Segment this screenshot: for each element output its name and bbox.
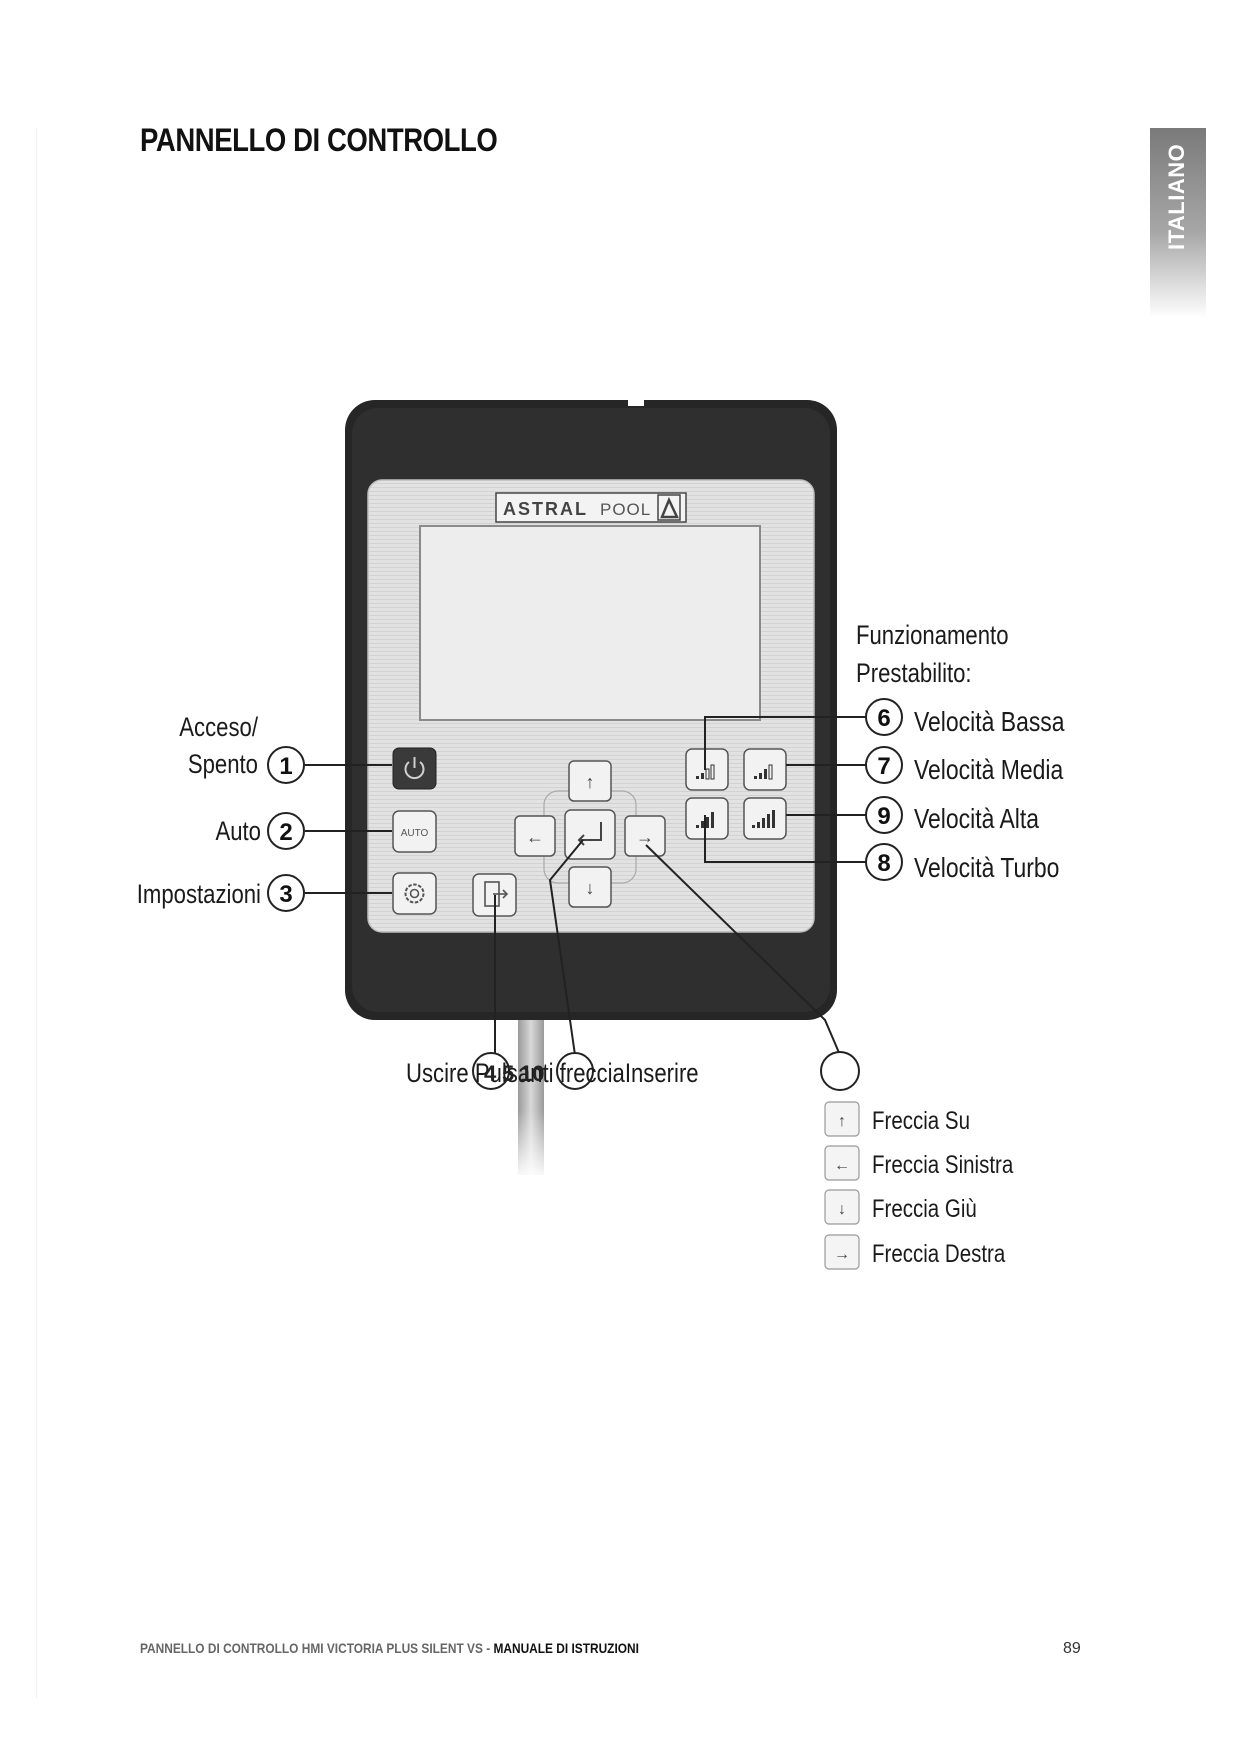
speed-medium-button[interactable] bbox=[743, 748, 787, 791]
callout-marker-1 bbox=[267, 746, 305, 784]
callout-marker-2 bbox=[267, 812, 305, 850]
settings-button[interactable] bbox=[392, 872, 437, 915]
legend-down-label: Freccia Giù bbox=[872, 1194, 977, 1222]
enter-icon bbox=[577, 822, 602, 846]
legend-item-left: ← Freccia Sinistra bbox=[824, 1145, 1014, 1181]
callout-number-9: 9 bbox=[877, 803, 890, 830]
gear-icon bbox=[404, 883, 425, 904]
callout-number-7: 7 bbox=[877, 753, 890, 780]
signal-turbo-icon bbox=[696, 812, 714, 828]
arrow-up-button[interactable]: ↑ bbox=[568, 760, 612, 802]
callout-number-10: 10 bbox=[520, 1061, 544, 1086]
legend-left-icon: ← bbox=[834, 1157, 850, 1174]
callout-on-off-line2: Spento bbox=[188, 750, 258, 780]
arrow-down-icon: ↓ bbox=[586, 878, 595, 898]
legend-up-icon: ↑ bbox=[838, 1113, 846, 1130]
callout-speed-turbo-label: Velocità Turbo bbox=[914, 853, 1059, 884]
arrow-left-button[interactable]: ← bbox=[514, 815, 556, 857]
callout-marker-7 bbox=[865, 746, 903, 784]
signal-medium-icon bbox=[754, 764, 773, 780]
signal-high-icon bbox=[752, 810, 775, 828]
callout-number-5: 5 bbox=[502, 1061, 514, 1086]
callout-preset-title-line2: Prestabilito: bbox=[856, 659, 972, 689]
callout-marker-6 bbox=[865, 698, 903, 736]
callout-auto-label: Auto bbox=[215, 817, 261, 847]
legend-right-label: Freccia Destra bbox=[872, 1239, 1006, 1267]
callout-speed-high-label: Velocità Alta bbox=[914, 804, 1040, 835]
device-cable bbox=[510, 1000, 552, 1180]
legend-item-down: ↓ Freccia Giù bbox=[824, 1189, 977, 1225]
power-button[interactable] bbox=[392, 747, 437, 790]
callout-speed-low-label: Velocità Bassa bbox=[914, 707, 1065, 738]
arrow-legend: ↑ Freccia Su ← Freccia Sinistra ↓ Frecci… bbox=[824, 1101, 1014, 1270]
callout-speed-medium-label: Velocità Media bbox=[914, 755, 1064, 786]
page-title: PANNELLO DI CONTROLLO bbox=[140, 122, 498, 158]
callout-on-off-line1: Acceso/ bbox=[179, 713, 258, 743]
legend-left-label: Freccia Sinistra bbox=[872, 1150, 1014, 1178]
arrow-up-icon: ↑ bbox=[586, 772, 595, 792]
footer-prefix: PANNELLO DI CONTROLLO HMI VICTORIA PLUS … bbox=[140, 1640, 491, 1656]
auto-button[interactable]: AUTO bbox=[392, 810, 437, 853]
signal-low-icon bbox=[696, 764, 715, 780]
legend-right-icon: → bbox=[834, 1246, 850, 1263]
auto-button-text: AUTO bbox=[401, 828, 429, 839]
language-tab: ITALIANO bbox=[1150, 128, 1206, 318]
lcd-screen bbox=[419, 525, 761, 721]
arrow-right-icon: → bbox=[636, 827, 654, 847]
callout-marker-10 bbox=[820, 1051, 860, 1091]
astralpool-logo: ASTRAL POOL bbox=[495, 492, 687, 523]
callout-marker-4 bbox=[472, 1052, 510, 1090]
power-icon bbox=[404, 757, 425, 780]
callout-marker-9 bbox=[865, 796, 903, 834]
callout-number-3: 3 bbox=[279, 881, 292, 908]
callout-bottom-overlap-text: Uscire Pulsanti frecciaInserire bbox=[406, 1059, 699, 1089]
callout-settings-label: Impostazioni bbox=[137, 880, 261, 910]
callout-number-6: 6 bbox=[877, 705, 890, 732]
footer-document-title: PANNELLO DI CONTROLLO HMI VICTORIA PLUS … bbox=[140, 1640, 639, 1656]
legend-item-right: → Freccia Destra bbox=[824, 1234, 1006, 1270]
speed-low-button[interactable] bbox=[685, 748, 729, 791]
footer-manual-label: MANUALE DI ISTRUZIONI bbox=[493, 1640, 639, 1656]
exit-icon bbox=[484, 881, 509, 907]
callout-number-1: 1 bbox=[279, 753, 292, 780]
leader-lines bbox=[305, 716, 866, 1056]
callout-preset-title-line1: Funzionamento bbox=[856, 621, 1009, 651]
brand-light-text: POOL bbox=[600, 500, 651, 519]
legend-item-up: ↑ Freccia Su bbox=[824, 1101, 970, 1137]
page-margin-rule bbox=[36, 128, 37, 1698]
callout-number-8: 8 bbox=[877, 850, 890, 877]
speed-high-button[interactable] bbox=[743, 797, 787, 840]
arrow-left-icon: ← bbox=[526, 827, 544, 847]
callout-marker-5 bbox=[556, 1052, 594, 1090]
callout-number-4: 4 bbox=[484, 1061, 497, 1086]
arrow-right-button[interactable]: → bbox=[624, 815, 666, 857]
callout-marker-8 bbox=[865, 843, 903, 881]
page-number: 89 bbox=[1063, 1640, 1081, 1657]
legend-down-icon: ↓ bbox=[838, 1201, 846, 1218]
legend-up-label: Freccia Su bbox=[872, 1106, 970, 1134]
arrow-down-button[interactable]: ↓ bbox=[568, 866, 612, 908]
callout-number-2: 2 bbox=[279, 819, 292, 846]
speed-turbo-button[interactable] bbox=[685, 797, 729, 840]
callout-marker-3 bbox=[267, 874, 305, 912]
brand-bold-text: ASTRAL bbox=[503, 499, 588, 519]
